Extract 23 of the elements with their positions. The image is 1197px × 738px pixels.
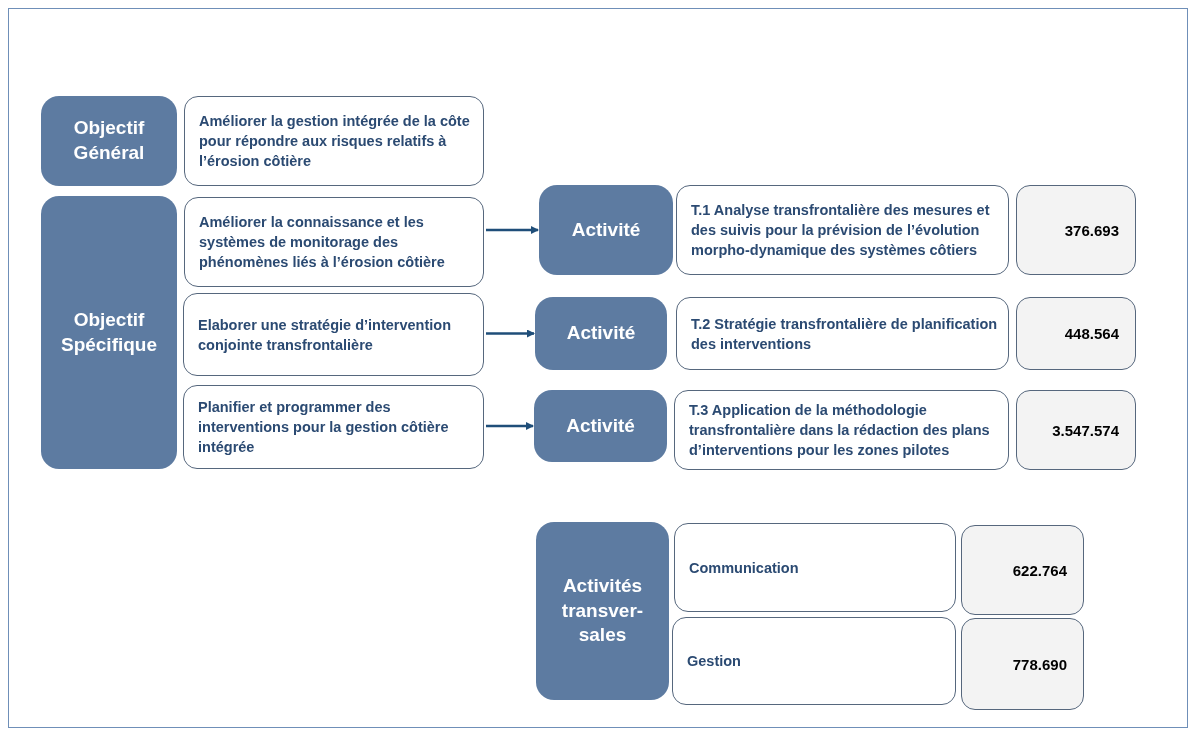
- activity-box: Activités transver-sales: [536, 522, 669, 700]
- objective-text-box: Améliorer la connaissance et les systèmes de monitorage des phénomènes liés à l’érosion côtière: [184, 197, 484, 287]
- arrow: [486, 329, 535, 338]
- objective-text-box: Elaborer une stratégie d’intervention conjointe transfrontalière: [183, 293, 484, 376]
- arrow: [486, 422, 534, 430]
- objective-text-box: Planifier et programmer des interventions pour la gestion côtière intégrée: [183, 385, 484, 469]
- activity-text-box: Gestion: [672, 617, 956, 705]
- amount-box: 3.547.574: [1016, 390, 1136, 470]
- amount-box: 778.690: [961, 618, 1084, 710]
- activity-text-box: T.1 Analyse transfrontalière des mesures et des suivis pour la prévision de l’évolution morpho-dynamique des systèmes côtiers: [676, 185, 1009, 275]
- activity-box: Activité: [539, 185, 673, 275]
- objective-text-box: Améliorer la gestion intégrée de la côte pour répondre aux risques relatifs à l’érosion côtière: [184, 96, 484, 186]
- amount-box: 376.693: [1016, 185, 1136, 275]
- activity-text-box: T.2 Stratégie transfrontalière de planification des interventions: [676, 297, 1009, 370]
- activity-text-box: T.3 Application de la méthodologie transfrontalière dans la rédaction des plans d’interventions pour les zones pilotes: [674, 390, 1009, 470]
- activity-text-box: Communication: [674, 523, 956, 612]
- objective-box: Objectif Spécifique: [41, 196, 177, 469]
- objective-box: Objectif Général: [41, 96, 177, 186]
- activity-box: Activité: [535, 297, 667, 370]
- arrow: [486, 226, 539, 234]
- activity-box: Activité: [534, 390, 667, 462]
- amount-box: 448.564: [1016, 297, 1136, 370]
- amount-box: 622.764: [961, 525, 1084, 615]
